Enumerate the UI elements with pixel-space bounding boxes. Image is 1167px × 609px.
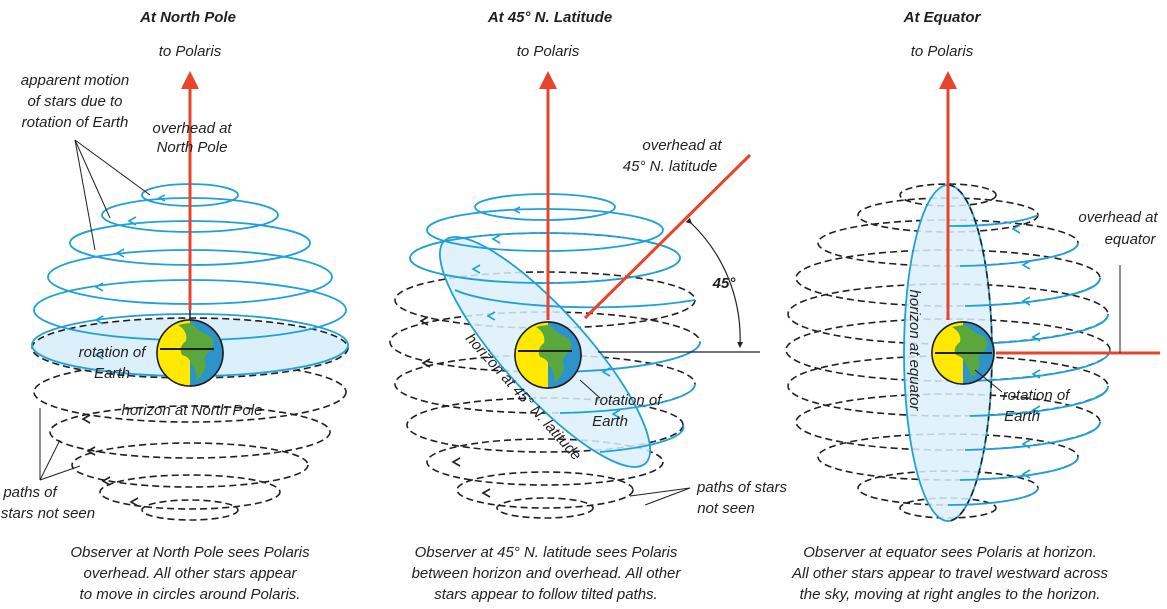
earth-globe (156, 310, 224, 387)
apparent-motion-label: rotation of Earth (22, 114, 129, 131)
leader-lines (579, 379, 691, 506)
paths-not-seen-label: paths of stars (696, 479, 788, 496)
horizon-label: horizon at North Pole (122, 402, 263, 419)
panel-title: At North Pole (139, 9, 236, 26)
horizon-label: horizon at equator (906, 290, 923, 412)
earth-globe (931, 321, 995, 385)
path-arrows (471, 206, 621, 419)
visible-star-paths (947, 214, 1111, 506)
paths-not-seen-label: not seen (697, 500, 755, 517)
rotation-label: Earth (592, 413, 628, 430)
path-arrows (1011, 224, 1041, 479)
apparent-motion-label: of stars due to (27, 93, 122, 110)
caption-line: Observer at equator sees Polaris at hori… (803, 544, 1096, 561)
overhead-label: North Pole (157, 139, 228, 156)
hidden-path-arrows (419, 316, 491, 498)
caption-line: to move in circles around Polaris. (80, 586, 301, 603)
overhead-label: overhead at (1078, 209, 1158, 226)
angle-label: 45° (712, 275, 737, 292)
overhead-label: 45° N. latitude (623, 158, 717, 175)
panel-equator: At Equator to Polaris overhead at equato… (785, 9, 1160, 603)
overhead-line (583, 153, 752, 320)
panel-title: At 45° N. Latitude (487, 9, 612, 26)
panel-45-latitude: At 45° N. Latitude to Polaris overhead a… (389, 9, 788, 603)
overhead-label: overhead at (642, 137, 722, 154)
leader-lines (39, 139, 151, 481)
rotation-leader (974, 369, 1003, 393)
caption-line: between horizon and overhead. All other (412, 565, 682, 582)
hidden-path-arrows (81, 414, 139, 507)
paths-not-seen-label: stars not seen (1, 505, 95, 522)
caption-line: Observer at 45° N. latitude sees Polaris (415, 544, 678, 561)
apparent-motion-label: apparent motion (21, 72, 129, 89)
panel-north-pole: At North Pole to Polaris overhead at Nor… (1, 9, 349, 603)
rotation-label: Earth (94, 365, 130, 382)
caption-line: Observer at North Pole sees Polaris (70, 544, 310, 561)
to-polaris-label: to Polaris (159, 43, 222, 60)
path-arrows (94, 194, 166, 360)
rotation-label: rotation of (595, 392, 664, 409)
caption-line: stars appear to follow tilted paths. (434, 586, 657, 603)
to-polaris-label: to Polaris (517, 43, 580, 60)
rotation-label: Earth (1004, 408, 1040, 425)
panel-title: At Equator (903, 9, 982, 26)
to-polaris-label: to Polaris (911, 43, 974, 60)
rotation-label: rotation of (1003, 387, 1072, 404)
rotation-label: rotation of (79, 344, 148, 361)
angle-arc (685, 217, 744, 348)
visible-star-paths (409, 193, 701, 453)
caption-line: the sky, moving at right angles to the h… (800, 586, 1101, 603)
paths-not-seen-label: paths of (2, 484, 58, 501)
caption-line: All other stars appear to travel westwar… (791, 565, 1108, 582)
overhead-label: overhead at (152, 120, 232, 137)
overhead-label: equator (1105, 231, 1157, 248)
earth-globe (514, 321, 582, 389)
caption-line: overhead. All other stars appear (84, 565, 298, 582)
